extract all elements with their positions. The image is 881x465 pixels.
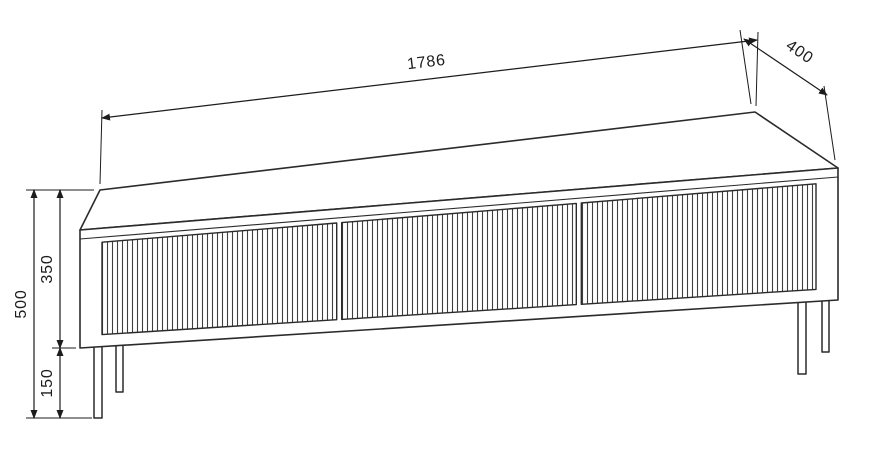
total-height-dimension-label: 500: [13, 289, 30, 318]
top-panel-edge: [79, 176, 839, 240]
width-dimension-label: 1786: [406, 52, 447, 73]
depth-extension-front: [823, 85, 836, 161]
door-middle-fluted: [341, 202, 577, 321]
dimension-heights: 500 350 150: [13, 189, 94, 419]
width-dimension-line: [101, 37, 758, 121]
door-right-fluted: [580, 183, 817, 305]
leg-back-right: [821, 296, 830, 353]
door-left-fluted: [101, 222, 338, 336]
body-height-dimension-label: 350: [39, 254, 56, 283]
leg-back-left: [115, 341, 124, 393]
leg-front-left: [93, 343, 103, 419]
leg-front-right: [797, 298, 807, 375]
cabinet-doors: [101, 183, 817, 336]
leg-height-dimension-label: 150: [39, 368, 56, 397]
depth-dimension-line: [743, 38, 828, 96]
width-extension-left: [99, 109, 103, 185]
